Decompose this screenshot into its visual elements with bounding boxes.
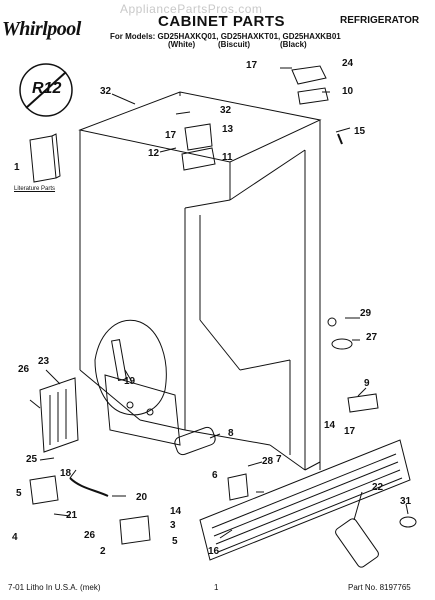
callout-4: 4 [12,532,18,543]
callout-5: 5 [172,536,178,547]
r12-badge-text: R12 [32,80,62,97]
footer-part-number: Part No. 8197765 [348,583,411,592]
callout-16: 16 [208,546,220,557]
callout-30: 31 [400,496,412,507]
watermark: AppliancePartsPros.com [120,2,263,16]
lower-hinge-left [29,475,59,505]
compressor-area [94,319,181,446]
side-vent-panel [39,377,79,453]
lower-hinge-center [119,515,151,545]
callout-14: 14 [324,420,336,431]
models-line: For Models: GD25HAXKQ01, GD25HAXKT01, GD… [110,32,341,41]
callout-7: 7 [276,454,282,465]
lower-hinge-right [227,473,249,501]
filter-cap [399,516,417,528]
brand-logo: Whirlpool [2,18,81,40]
callout-21: 21 [66,510,78,521]
top-hinge-cover [291,65,327,85]
cabinet-body [78,91,322,471]
category-label: REFRIGERATOR [340,15,420,26]
callout-17: 17 [246,60,258,71]
callout-6: 6 [212,470,218,481]
r12-badge [19,63,73,117]
callout-23: 23 [38,356,50,367]
door-stop-bracket [347,393,379,413]
page-title: CABINET PARTS [158,13,286,30]
callout-19: 19 [124,376,136,387]
callout-26: 26 [18,364,30,375]
callout-17: 17 [165,130,177,141]
tube-part [174,426,216,456]
front-grille [199,439,411,561]
callout-32: 32 [220,105,232,116]
callout-28: 29 [360,308,372,319]
footer-litho: 7-01 Litho In U.S.A. (mek) [8,583,101,592]
callout-14: 14 [170,506,182,517]
callout-2: 2 [100,546,106,557]
callout-9: 9 [364,378,370,389]
footer-page-number: 1 [214,583,219,592]
callout-26: 26 [84,530,96,541]
callout-18: 18 [60,468,72,479]
callout-31: 32 [100,86,112,97]
literature-booklet [29,135,57,183]
callout-24: 24 [342,58,354,69]
callout-25: 25 [26,454,38,465]
callout-22: 22 [372,482,384,493]
variant-white: (White) [168,40,196,49]
callout-20: 20 [136,492,148,503]
callout-29: 28 [262,456,274,467]
callout-15: 15 [354,126,366,137]
callout-13: 13 [222,124,234,135]
callout-3: 3 [170,520,176,531]
literature-label: Literature Parts [14,186,56,192]
filter-cartridge [335,518,379,568]
variant-biscuit: (Biscuit) [218,40,250,49]
variant-black: (Black) [280,40,307,49]
callout-10: 11 [222,152,233,163]
callout-11: 10 [342,86,354,97]
callout-5: 5 [16,488,22,499]
callout-12: 12 [148,148,160,159]
upper-hinge [184,123,213,151]
callout-27: 27 [366,332,378,343]
callout-1: 1 [14,162,20,173]
callout-8: 8 [228,428,234,439]
callout-17: 17 [344,426,356,437]
